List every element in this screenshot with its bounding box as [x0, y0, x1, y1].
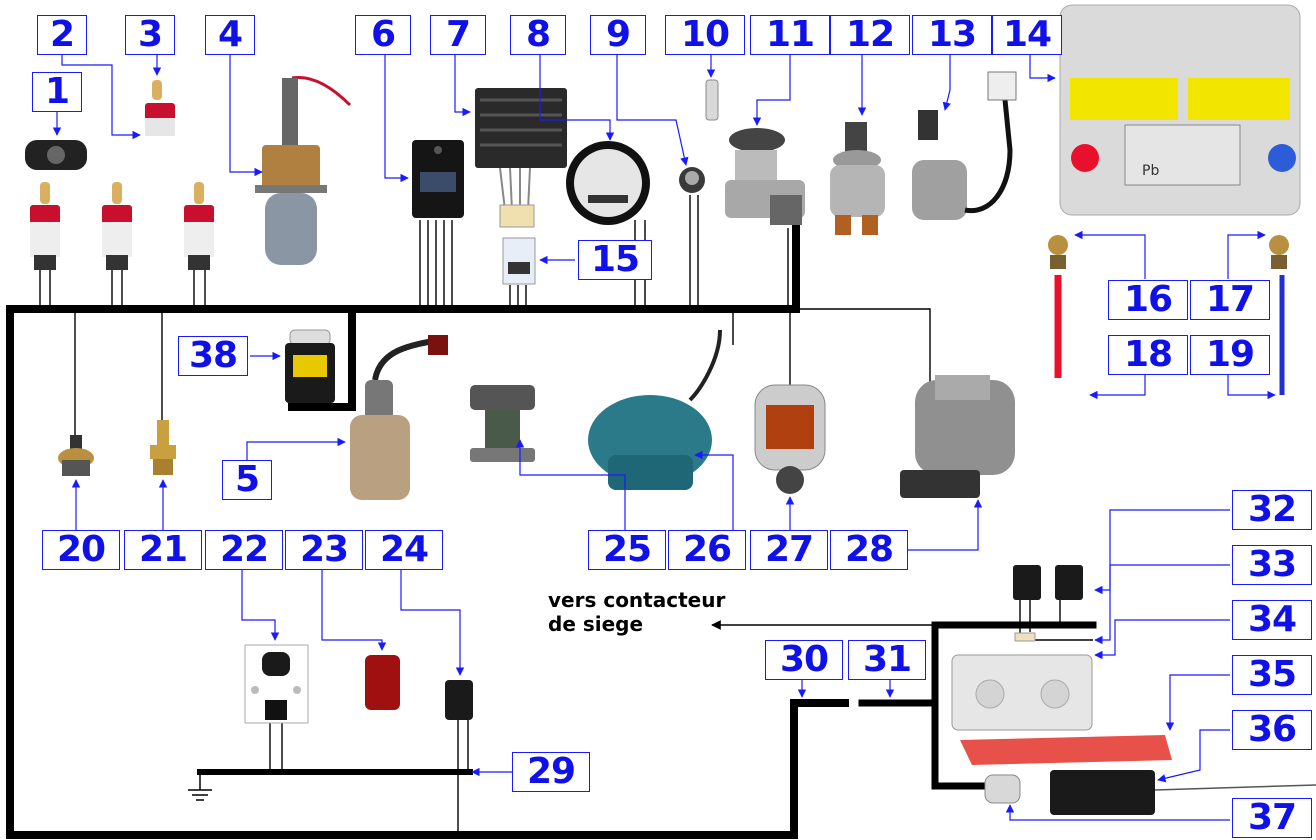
label-37: 37: [1232, 798, 1312, 838]
blue-motor-component: [588, 329, 722, 490]
label-32: 32: [1232, 490, 1312, 530]
junction-box-component: [951, 654, 1093, 731]
seat-contactor-note-line1: vers contacteur: [548, 588, 726, 612]
battery-cables-component: [1048, 235, 1289, 395]
black-connector-component: [445, 680, 473, 720]
white-connector-component: [984, 774, 1021, 804]
hour-meter-component: [566, 141, 650, 225]
red-plate-component: [960, 735, 1172, 765]
label-10: 10: [665, 15, 745, 55]
label-19: 19: [1190, 335, 1270, 375]
label-13: 13: [912, 15, 992, 55]
battery-component: Pb: [1059, 4, 1301, 216]
label-15: 15: [578, 240, 652, 280]
label-34: 34: [1232, 600, 1312, 640]
fuse-component: [705, 79, 719, 121]
label-12: 12: [830, 15, 910, 55]
alternator-component: [754, 384, 826, 494]
red-coil-component: [365, 655, 400, 710]
label-24: 24: [365, 530, 443, 570]
seat-contactor-note-line2: de siege: [548, 612, 644, 636]
label-11: 11: [750, 15, 830, 55]
indicator-component: [679, 167, 705, 193]
label-30: 30: [765, 640, 843, 680]
starter-motor-component: [900, 375, 1015, 498]
label-7: 7: [430, 15, 486, 55]
label-36: 36: [1232, 710, 1312, 750]
label-33: 33: [1232, 545, 1312, 585]
bulb-component: [152, 80, 162, 100]
warning-light-component: [25, 140, 87, 170]
label-8: 8: [510, 15, 566, 55]
bulb-holders-row: [30, 182, 214, 270]
label-29: 29: [512, 752, 590, 792]
label-26: 26: [668, 530, 746, 570]
label-21: 21: [124, 530, 202, 570]
voltage-regulator-component: [475, 88, 567, 228]
twin-relays-component: [1013, 565, 1083, 642]
valve-component: [470, 385, 535, 462]
label-4: 4: [205, 15, 255, 55]
bulb-holder-component: [145, 103, 175, 136]
label-9: 9: [590, 15, 646, 55]
components: Pb: [25, 4, 1316, 815]
label-22: 22: [205, 530, 283, 570]
relay-38-component: [285, 329, 335, 403]
label-20: 20: [42, 530, 120, 570]
label-25: 25: [588, 530, 666, 570]
fuel-solenoid-component: [350, 335, 448, 500]
label-3: 3: [125, 15, 175, 55]
label-2: 2: [37, 15, 87, 55]
switch-kit-component: [244, 644, 309, 724]
label-6: 6: [355, 15, 411, 55]
label-28: 28: [830, 530, 908, 570]
key-switch-2-component: [912, 71, 1017, 220]
label-5: 5: [222, 460, 272, 500]
label-23: 23: [285, 530, 363, 570]
temperature-sensor-component: [150, 420, 176, 475]
label-38: 38: [178, 336, 248, 376]
label-35: 35: [1232, 655, 1312, 695]
label-18: 18: [1108, 335, 1188, 375]
battery-pb-label: Pb: [1142, 163, 1159, 179]
stop-solenoid-component: [255, 75, 352, 265]
label-16: 16: [1108, 280, 1188, 320]
thin-wires: [39, 195, 1093, 835]
ground-symbol: [188, 772, 212, 801]
label-14: 14: [992, 15, 1062, 55]
oil-pressure-switch-component: [58, 435, 94, 476]
ignition-switch-component: [725, 128, 805, 225]
connector-component: [502, 237, 536, 285]
label-31: 31: [848, 640, 926, 680]
relay-component: [412, 140, 464, 218]
key-switch-1-component: [830, 122, 885, 235]
label-27: 27: [750, 530, 828, 570]
black-switch-component: [1050, 770, 1316, 815]
label-1: 1: [32, 72, 82, 112]
label-17: 17: [1190, 280, 1270, 320]
